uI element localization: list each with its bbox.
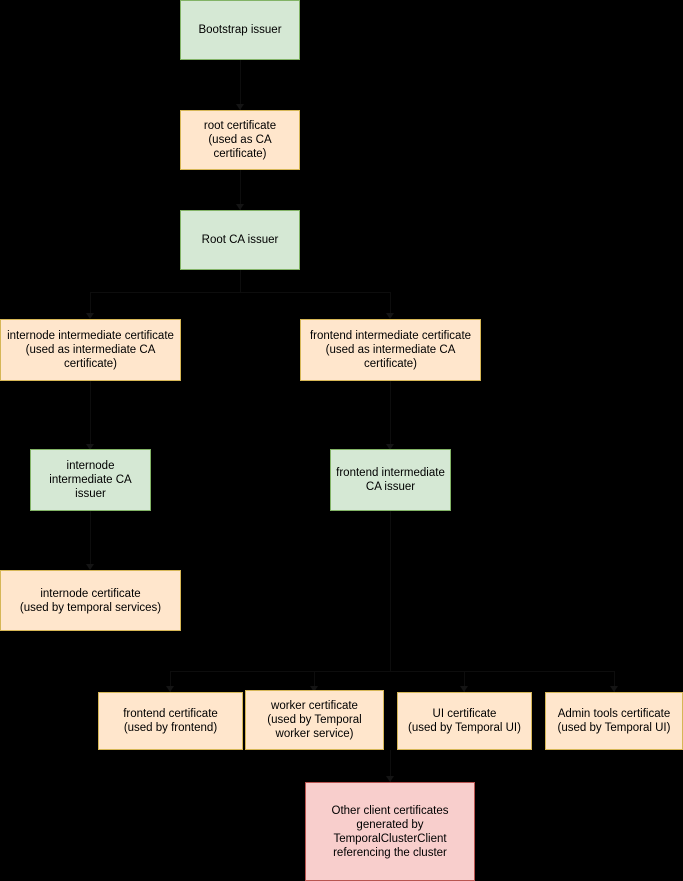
node-bootstrap-issuer[interactable]: Bootstrap issuer bbox=[180, 0, 300, 60]
node-internode-intermediate-ca-issuer[interactable]: internode intermediate CA issuer bbox=[30, 449, 151, 511]
node-frontend-intermediate-ca-issuer[interactable]: frontend intermediate CA issuer bbox=[330, 449, 451, 511]
arrowhead-other-client-certificates bbox=[386, 776, 394, 782]
edge-to-ui-certificate bbox=[464, 671, 465, 693]
edge-to-admin-tools-certificate bbox=[614, 671, 615, 693]
edge-to-other-client-certificates bbox=[390, 750, 391, 782]
arrowhead-frontend-certificate bbox=[166, 686, 174, 692]
arrowhead-internode-intermediate-cert bbox=[86, 313, 94, 319]
edge-internode-cert-to-issuer bbox=[90, 381, 91, 449]
node-frontend-certificate[interactable]: frontend certificate (used by frontend) bbox=[98, 692, 243, 750]
node-internode-certificate[interactable]: internode certificate (used by temporal … bbox=[0, 570, 181, 631]
edge-bootstrap-to-root-cert bbox=[240, 60, 241, 110]
arrowhead-root-cert bbox=[236, 104, 244, 110]
edge-frontend-issuer-split bbox=[170, 671, 614, 672]
edge-to-frontend-certificate bbox=[170, 671, 171, 693]
arrowhead-ui-certificate bbox=[460, 686, 468, 692]
edge-root-ca-issuer-down bbox=[240, 270, 241, 292]
node-root-ca-issuer[interactable]: Root CA issuer bbox=[180, 210, 300, 270]
node-ui-certificate[interactable]: UI certificate (used by Temporal UI) bbox=[397, 692, 532, 750]
edge-root-cert-to-root-ca-issuer bbox=[240, 170, 241, 210]
node-frontend-intermediate-certificate[interactable]: frontend intermediate certificate (used … bbox=[300, 319, 481, 381]
node-root-certificate[interactable]: root certificate (used as CA certificate… bbox=[180, 110, 300, 170]
node-admin-tools-certificate[interactable]: Admin tools certificate (used by Tempora… bbox=[545, 692, 683, 750]
edge-internode-issuer-to-cert bbox=[90, 511, 91, 569]
node-worker-certificate[interactable]: worker certificate (used by Temporal wor… bbox=[245, 690, 384, 750]
edge-root-ca-issuer-split bbox=[90, 292, 390, 293]
arrowhead-admin-tools-certificate bbox=[610, 686, 618, 692]
edge-to-internode-intermediate-cert bbox=[90, 292, 91, 318]
edge-to-worker-certificate bbox=[314, 671, 315, 693]
edge-to-frontend-intermediate-cert bbox=[390, 292, 391, 318]
arrowhead-worker-certificate bbox=[310, 686, 318, 692]
arrowhead-frontend-intermediate-ca-issuer bbox=[386, 444, 394, 450]
edge-frontend-issuer-down bbox=[390, 511, 391, 671]
arrowhead-internode-certificate bbox=[86, 564, 94, 570]
edge-frontend-cert-to-issuer bbox=[390, 381, 391, 449]
arrowhead-frontend-intermediate-cert bbox=[386, 313, 394, 319]
arrowhead-internode-intermediate-ca-issuer bbox=[86, 444, 94, 450]
node-other-client-certificates[interactable]: Other client certificates generated by T… bbox=[305, 782, 475, 881]
arrowhead-root-ca-issuer bbox=[236, 204, 244, 210]
node-internode-intermediate-certificate[interactable]: internode intermediate certificate (used… bbox=[0, 319, 181, 381]
